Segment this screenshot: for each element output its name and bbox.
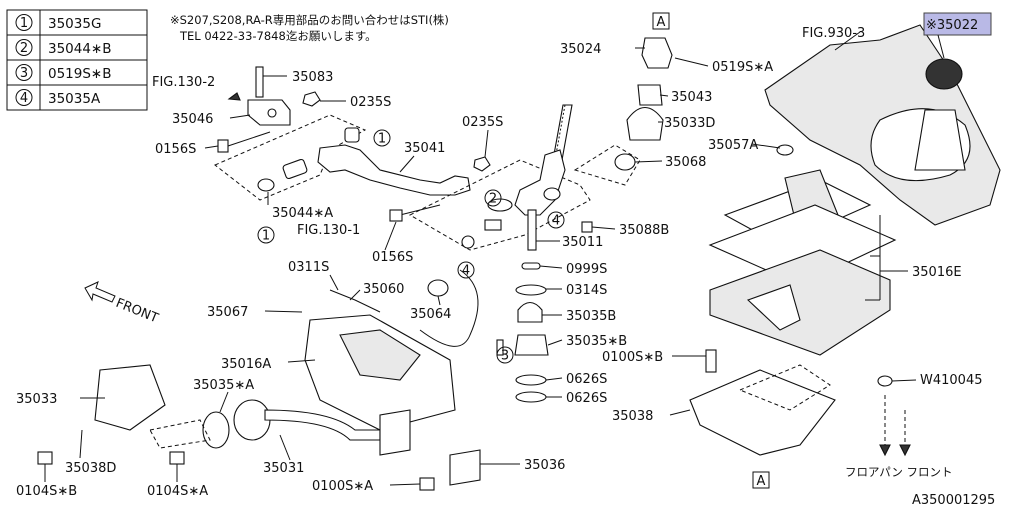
callout-circle: 2: [484, 189, 502, 207]
part-label[interactable]: 35041: [404, 141, 445, 156]
part-label[interactable]: 0156S: [372, 250, 413, 265]
part-label[interactable]: 35031: [263, 461, 304, 476]
part-label[interactable]: 0235S: [462, 115, 503, 130]
legend-part: 35035A: [48, 91, 101, 107]
part-label[interactable]: FIG.130-1: [297, 223, 360, 238]
svg-text:1: 1: [262, 229, 270, 244]
circle-callouts: 1 1 2 4 4 3: [257, 129, 565, 364]
part-label[interactable]: 35035∗A: [193, 378, 254, 393]
knob-upper-parts: [573, 37, 673, 186]
part-label[interactable]: 35036: [524, 458, 565, 473]
part-label[interactable]: 0999S: [566, 262, 607, 277]
part-label[interactable]: 35083: [292, 70, 333, 85]
callout-circle: 4: [547, 211, 565, 229]
svg-text:4: 4: [552, 214, 560, 229]
legend-part: 35044∗B: [48, 41, 112, 57]
part-label[interactable]: 35038D: [65, 461, 116, 476]
console-boot: [764, 24, 1001, 226]
legend-num: 3: [20, 66, 28, 81]
lower-bracket: [689, 349, 911, 457]
part-label[interactable]: 35035∗B: [566, 334, 627, 349]
svg-text:1: 1: [378, 132, 386, 147]
part-label[interactable]: 35011: [562, 235, 603, 250]
svg-text:2: 2: [489, 192, 497, 207]
svg-text:A: A: [657, 15, 666, 30]
note-line-1: ※S207,S208,RA-R専用部品のお問い合わせはSTI(株): [170, 13, 449, 27]
part-label[interactable]: 0314S: [566, 283, 607, 298]
plate-stack: [708, 169, 897, 356]
part-label[interactable]: 35057A: [708, 138, 758, 153]
part-label[interactable]: 0235S: [350, 95, 391, 110]
part-label[interactable]: 35035B: [566, 309, 616, 324]
callout-circle: 1: [373, 129, 391, 147]
legend-row-1: 1 35035G: [15, 14, 101, 32]
front-arrow: FRONT: [84, 281, 161, 327]
svg-text:A: A: [757, 474, 766, 489]
legend-row-3: 3 0519S∗B: [15, 64, 112, 82]
part-label[interactable]: 35038: [612, 409, 653, 424]
part-label[interactable]: FIG.130-2: [152, 75, 215, 90]
shift-base-stack: [496, 262, 549, 403]
part-label[interactable]: FIG.930-3: [802, 26, 865, 41]
part-labels: FIG.130-2 35083 0235S 35046 0156S 35041 …: [16, 26, 982, 499]
part-label[interactable]: 0311S: [288, 260, 329, 275]
part-label[interactable]: 35043: [671, 90, 712, 105]
part-label[interactable]: 35046: [172, 112, 213, 127]
legend-table: 1 35035G 2 35044∗B 3 0519S∗B 4 35035A: [6, 9, 148, 111]
part-label[interactable]: 35016E: [912, 265, 962, 280]
part-label[interactable]: 0156S: [155, 142, 196, 157]
legend-row-4: 4 35035A: [15, 89, 101, 107]
part-label[interactable]: 35067: [207, 305, 248, 320]
part-label[interactable]: 35033D: [664, 116, 715, 131]
part-label[interactable]: 0104S∗A: [147, 484, 208, 499]
callout-circle: 1: [257, 226, 275, 244]
upper-linkage-parts: [214, 66, 491, 222]
part-label[interactable]: 0626S: [566, 391, 607, 406]
part-label[interactable]: 35060: [363, 282, 404, 297]
leader-lines: [44, 31, 945, 486]
part-label[interactable]: 0104S∗B: [16, 484, 77, 499]
part-label[interactable]: 35088B: [619, 223, 669, 238]
part-label[interactable]: 0100S∗A: [312, 479, 373, 494]
legend-part: 0519S∗B: [48, 66, 112, 82]
legend-row-2: 2 35044∗B: [15, 39, 112, 57]
part-label[interactable]: 35033: [16, 392, 57, 407]
highlight-label[interactable]: ※35022: [926, 18, 978, 33]
part-label[interactable]: W410045: [920, 373, 982, 388]
legend-num: 2: [20, 41, 28, 56]
legend-num: 4: [20, 91, 28, 106]
diagram-id: A350001295: [912, 493, 995, 508]
part-label[interactable]: 35068: [665, 155, 706, 170]
svg-text:3: 3: [501, 349, 509, 364]
part-label[interactable]: 35016A: [221, 357, 271, 372]
ref-box-top: A: [652, 12, 670, 30]
highlight-box: [923, 12, 992, 36]
part-label[interactable]: 0100S∗B: [602, 350, 663, 365]
shift-lever-assembly: [408, 104, 593, 251]
note-line-2: TEL 0422-33-7848迄お願いします。: [179, 29, 377, 43]
part-label[interactable]: 35064: [410, 307, 451, 322]
part-label[interactable]: 0626S: [566, 372, 607, 387]
part-label[interactable]: 0519S∗A: [712, 60, 773, 75]
callout-circle: 4: [457, 261, 475, 279]
svg-text:4: 4: [462, 264, 470, 279]
part-label[interactable]: 35044∗A: [272, 206, 333, 221]
part-label[interactable]: 35024: [560, 42, 601, 57]
floor-front-text: フロアパン フロント: [845, 465, 953, 479]
legend-part: 35035G: [48, 16, 101, 32]
front-arrow-text: FRONT: [114, 296, 161, 327]
callout-circle: 3: [496, 346, 514, 364]
legend-num: 1: [20, 16, 28, 31]
lower-linkage-parts: [37, 269, 481, 491]
ref-box-bottom: A: [752, 471, 770, 489]
